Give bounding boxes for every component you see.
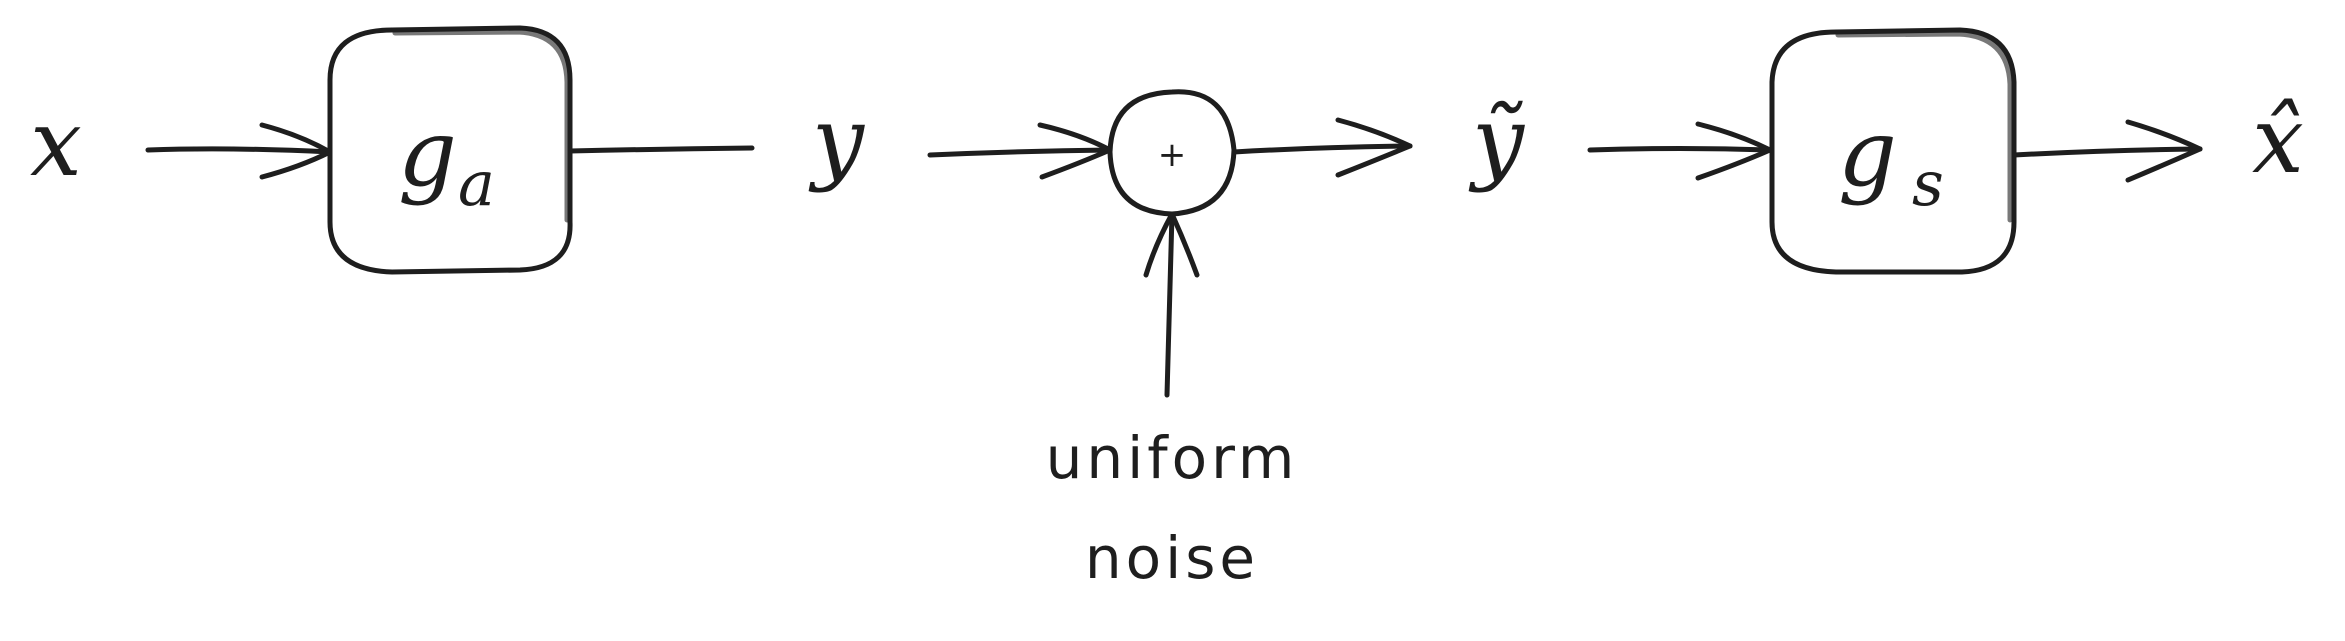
synthesis-transform-box: g s bbox=[1769, 27, 2017, 275]
arrow-noise-to-sum bbox=[1143, 211, 1200, 398]
output-xhat-label: x̂ bbox=[2252, 87, 2304, 194]
analysis-transform-label: g bbox=[398, 100, 457, 207]
arrow-x-to-ga bbox=[145, 122, 333, 180]
arrow-sum-to-ytilde bbox=[1231, 117, 1413, 178]
noisy-latent-label: ỹ bbox=[1468, 87, 1525, 194]
plus-icon: + bbox=[1158, 135, 1187, 175]
arrow-y-to-sum bbox=[927, 122, 1113, 180]
synthesis-transform-label: g bbox=[1838, 100, 1897, 207]
input-x-label: x bbox=[30, 90, 82, 197]
latent-y-label: y bbox=[808, 87, 865, 194]
line-ga-to-y bbox=[567, 145, 755, 154]
sum-junction: + bbox=[1107, 89, 1237, 217]
noise-label-line2: noise bbox=[1085, 524, 1259, 592]
arrow-gs-to-xhat bbox=[2011, 119, 2203, 183]
analysis-transform-subscript: a bbox=[458, 147, 495, 220]
arrow-ytilde-to-gs bbox=[1587, 121, 1773, 181]
analysis-transform-box: g a bbox=[327, 25, 573, 275]
noise-label-line1: uniform bbox=[1046, 424, 1299, 492]
synthesis-transform-subscript: s bbox=[1912, 147, 1944, 220]
